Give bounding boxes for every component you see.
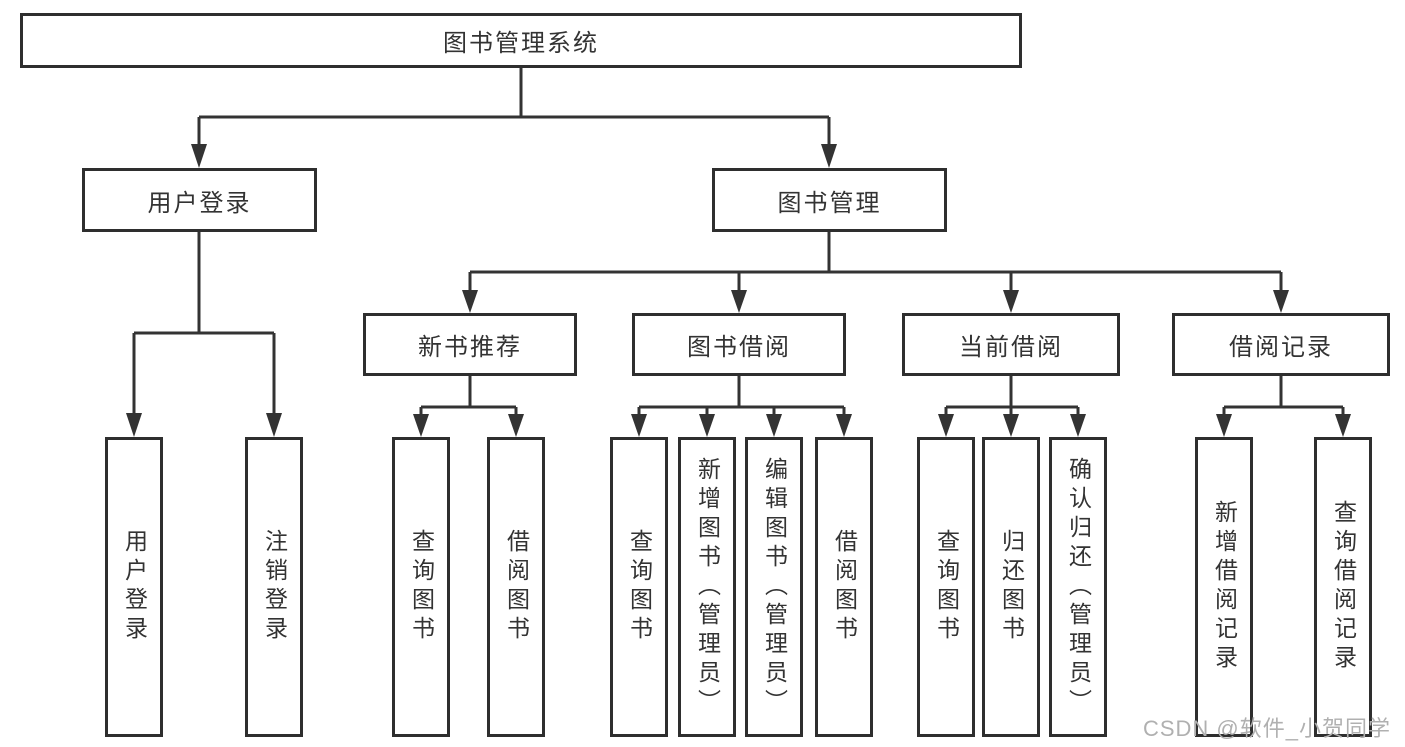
node-label: 图书管理系统 xyxy=(443,30,599,57)
arrowhead-icon xyxy=(413,414,429,437)
node-label: 借阅记录 xyxy=(1229,334,1333,361)
node-current-borrowing: 当前借阅 xyxy=(902,313,1120,376)
connector-borrowing-records-children xyxy=(1216,376,1351,437)
leaf-label: 查询图书 xyxy=(933,529,960,645)
arrowhead-icon xyxy=(766,414,782,437)
leaf-user-login: 用户登录 xyxy=(105,437,163,737)
leaf-label: 借阅图书 xyxy=(831,529,858,645)
csdn-watermark: CSDN @软件_小贺同学 xyxy=(1142,716,1391,741)
node-label: 当前借阅 xyxy=(959,334,1063,361)
leaf-borrow-books-recommend: 借阅图书 xyxy=(487,437,545,737)
arrowhead-icon xyxy=(266,413,282,437)
connector-book-management-children xyxy=(462,232,1289,313)
leaf-label: 用户登录 xyxy=(121,529,148,645)
leaf-logout: 注销登录 xyxy=(245,437,303,737)
arrowhead-icon xyxy=(126,413,142,437)
node-new-book-recommend: 新书推荐 xyxy=(363,313,577,376)
arrowhead-icon xyxy=(1273,290,1289,313)
connector-new-book-recommend-children xyxy=(413,376,524,437)
leaf-query-borrow-record: 查询借阅记录 xyxy=(1314,437,1372,737)
arrowhead-icon xyxy=(1335,414,1351,437)
node-label: 图书借阅 xyxy=(687,334,791,361)
arrowhead-icon xyxy=(191,144,207,168)
connector-book-borrowing-children xyxy=(631,376,852,437)
leaf-label: 查询图书 xyxy=(408,529,435,645)
connector-user-login-children xyxy=(126,232,282,437)
node-label: 用户登录 xyxy=(147,189,252,217)
node-label: 图书管理 xyxy=(777,189,882,217)
node-borrowing-records: 借阅记录 xyxy=(1172,313,1390,376)
leaf-label: 归还图书 xyxy=(998,529,1025,645)
node-root-system: 图书管理系统 xyxy=(20,13,1022,68)
arrowhead-icon xyxy=(508,414,524,437)
leaf-add-borrow-record: 新增借阅记录 xyxy=(1195,437,1253,737)
arrowhead-icon xyxy=(821,144,837,168)
leaf-borrow-books-borrowing: 借阅图书 xyxy=(815,437,873,737)
leaf-return-books: 归还图书 xyxy=(982,437,1040,737)
leaf-confirm-return-admin: 确认归还（管理员） xyxy=(1049,437,1107,737)
leaf-label: 查询图书 xyxy=(626,529,653,645)
connector-current-borrowing-children xyxy=(938,376,1086,437)
leaf-add-books-admin: 新增图书（管理员） xyxy=(678,437,736,737)
leaf-label: 编辑图书（管理员） xyxy=(761,456,788,718)
arrowhead-icon xyxy=(731,290,747,313)
leaf-edit-books-admin: 编辑图书（管理员） xyxy=(745,437,803,737)
arrowhead-icon xyxy=(1216,414,1232,437)
arrowhead-icon xyxy=(1070,414,1086,437)
node-book-borrowing: 图书借阅 xyxy=(632,313,846,376)
leaf-label: 确认归还（管理员） xyxy=(1065,456,1092,718)
leaf-query-books-current: 查询图书 xyxy=(917,437,975,737)
leaf-label: 注销登录 xyxy=(261,529,288,645)
arrowhead-icon xyxy=(699,414,715,437)
leaf-query-books-recommend: 查询图书 xyxy=(392,437,450,737)
leaf-label: 新增借阅记录 xyxy=(1211,500,1238,674)
node-label: 新书推荐 xyxy=(418,334,522,361)
node-book-management: 图书管理 xyxy=(712,168,947,232)
arrowhead-icon xyxy=(1003,290,1019,313)
leaf-label: 新增图书（管理员） xyxy=(694,456,721,718)
leaf-label: 借阅图书 xyxy=(503,529,530,645)
arrowhead-icon xyxy=(631,414,647,437)
arrowhead-icon xyxy=(462,290,478,313)
arrowhead-icon xyxy=(1003,414,1019,437)
arrowhead-icon xyxy=(836,414,852,437)
connector-root-to-level1 xyxy=(191,68,837,168)
leaf-query-books-borrowing: 查询图书 xyxy=(610,437,668,737)
arrowhead-icon xyxy=(938,414,954,437)
node-user-login: 用户登录 xyxy=(82,168,317,232)
leaf-label: 查询借阅记录 xyxy=(1330,500,1357,674)
